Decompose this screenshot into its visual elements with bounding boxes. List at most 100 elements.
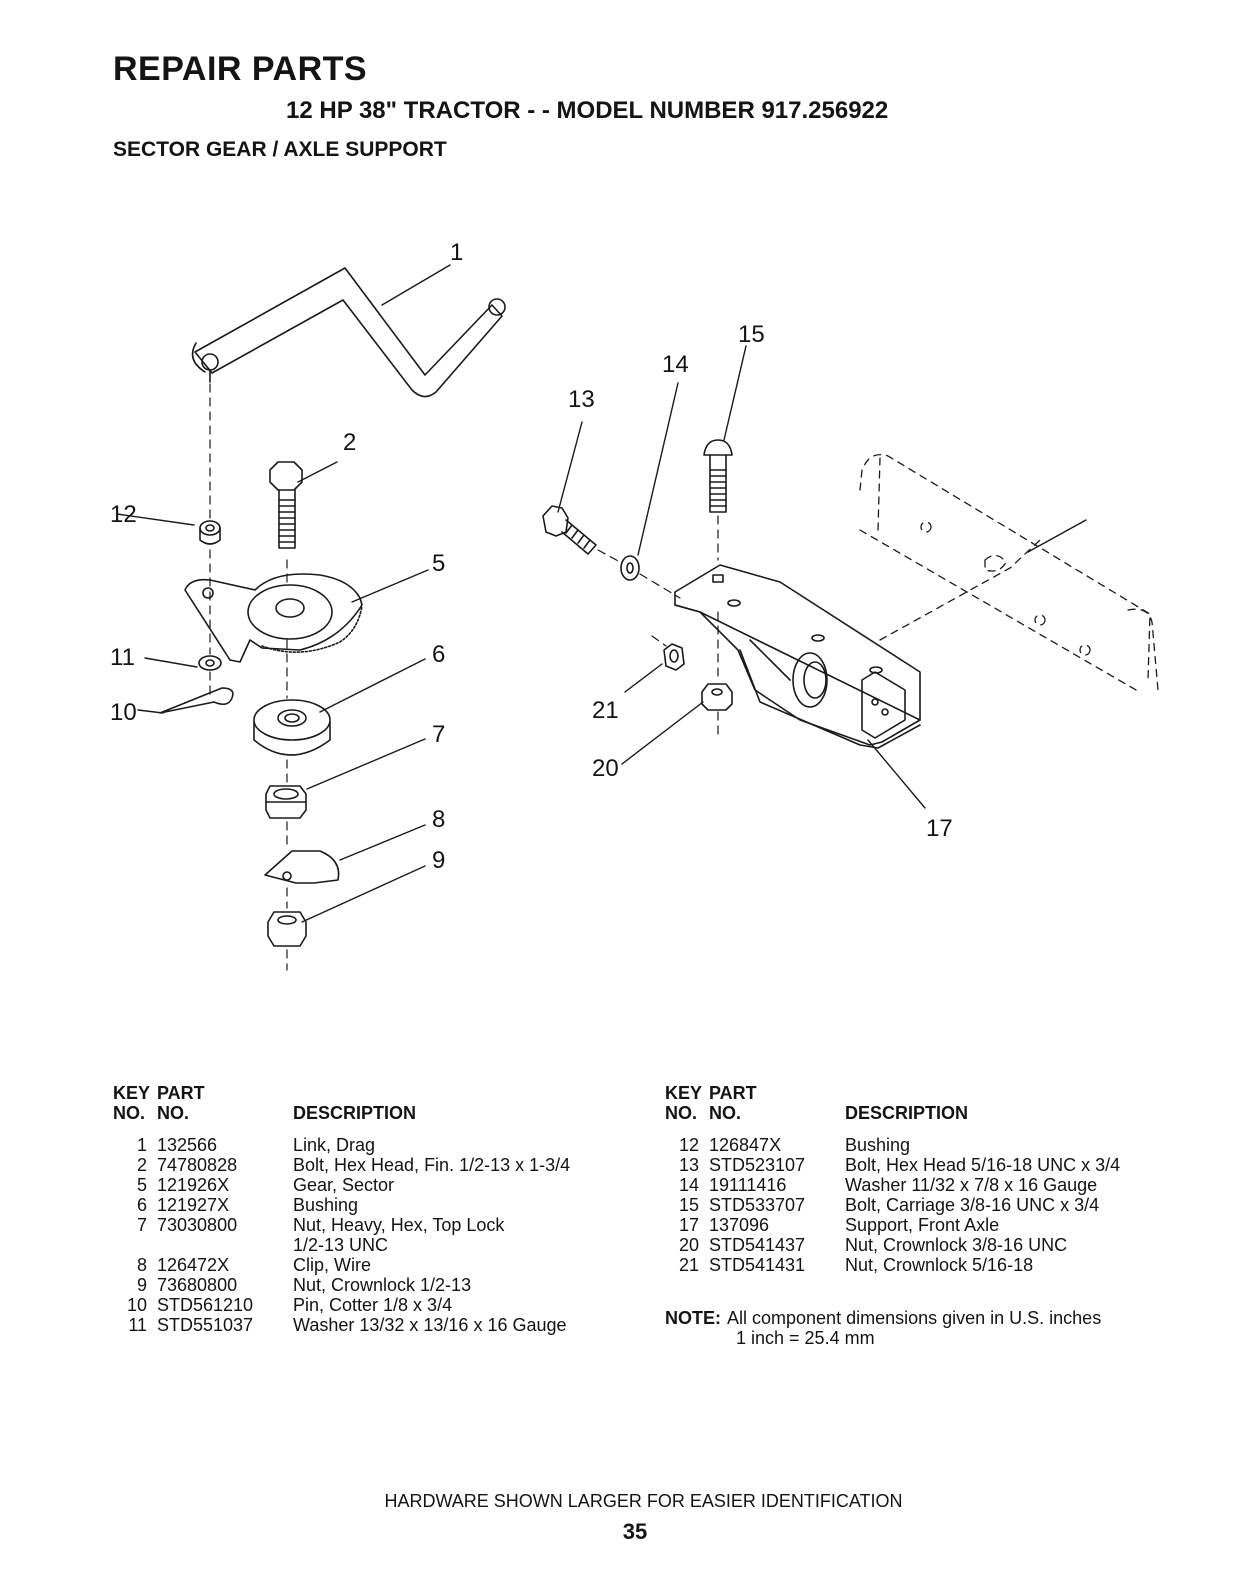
table-row: 15 STD533707 Bolt, Carriage 3/8-16 UNC x 3… — [665, 1195, 1120, 1215]
wire-clip-drawing — [264, 850, 340, 884]
part-no-cell: 126472X — [157, 1255, 230, 1275]
key-no-cell: 15 — [678, 1195, 699, 1215]
part-no-cell: 137096 — [709, 1215, 770, 1235]
part-no-cell: 73680800 — [157, 1275, 238, 1295]
crownlock-nut-21-drawing — [663, 643, 685, 671]
callout-12: 12 — [110, 501, 137, 528]
footer-caption: HARDWARE SHOWN LARGER FOR EASIER IDENTIF… — [384, 1491, 903, 1511]
sector-gear-drawing — [184, 573, 363, 663]
key-no-cell: 13 — [678, 1155, 699, 1175]
part-no-cell: 74780828 — [157, 1155, 238, 1175]
key-no-cell: 21 — [678, 1255, 699, 1275]
part-no-cell: 126847X — [709, 1135, 782, 1155]
key-no-cell: 20 — [678, 1235, 699, 1255]
callout-9: 9 — [432, 847, 445, 874]
part-no-cell: 132566 — [157, 1135, 218, 1155]
front-axle-outline-drawing — [859, 453, 1159, 691]
part-no-cell: STD541437 — [709, 1235, 806, 1255]
callout-1: 1 — [450, 239, 463, 266]
description-cell: Pin, Cotter 1/8 x 3/4 — [293, 1295, 453, 1315]
table-row: 21 STD541431 Nut, Crownlock 5/16-18 — [665, 1255, 1120, 1275]
key-no-cell: 5 — [136, 1175, 147, 1195]
bushing-6-drawing — [253, 699, 331, 756]
callout-labels: 1 2 5 6 7 8 9 10 11 12 13 14 15 17 20 21 — [110, 239, 953, 874]
table-row: 2 74780828 Bolt, Hex Head, Fin. 1/2-13 x 1… — [113, 1155, 570, 1175]
washer-11-drawing — [198, 655, 222, 671]
part-no-cell: STD533707 — [709, 1195, 806, 1215]
part-no-cell: 73030800 — [157, 1215, 238, 1235]
part-no-cell: STD523107 — [709, 1155, 806, 1175]
description-cell: Link, Drag — [293, 1135, 376, 1155]
callout-13: 13 — [568, 386, 595, 413]
part-no-cell: STD541431 — [709, 1255, 806, 1275]
crownlock-nut-20-drawing — [701, 683, 733, 711]
callout-14: 14 — [662, 351, 689, 378]
key-no-cell: 7 — [136, 1215, 147, 1235]
description-header: DESCRIPTION — [845, 1103, 969, 1123]
callout-21: 21 — [592, 697, 619, 724]
key-no-cell: 12 — [678, 1135, 699, 1155]
section-heading: SECTOR GEAR / AXLE SUPPORT — [113, 138, 447, 161]
callout-15: 15 — [738, 321, 765, 348]
description-cell: Washer 11/32 x 7/8 x 16 Gauge — [845, 1175, 1098, 1195]
part-no-cell: STD561210 — [157, 1295, 254, 1315]
note-label: NOTE: — [665, 1308, 721, 1328]
washer-14-drawing — [620, 555, 640, 581]
description-cell: Bolt, Hex Head, Fin. 1/2-13 x 1-3/4 — [293, 1155, 571, 1175]
exploded-parts-diagram: 1 2 5 6 7 8 9 10 11 12 13 14 15 17 20 21 — [110, 239, 1159, 971]
key-no-cell: 1 — [136, 1135, 147, 1155]
description-cell: Washer 13/32 x 13/16 x 16 Gauge — [293, 1315, 567, 1335]
table-row: 20 STD541437 Nut, Crownlock 3/8-16 UNC — [665, 1235, 1120, 1255]
key-no-cell: 8 — [136, 1255, 147, 1275]
key-no-cell: 6 — [136, 1195, 147, 1215]
key-no-cell — [113, 1235, 157, 1255]
description-cell: Nut, Crownlock 3/8-16 UNC — [845, 1235, 1068, 1255]
hex-bolt-2-drawing — [269, 461, 303, 549]
cotter-pin-drawing — [159, 687, 234, 714]
description-cell: Nut, Crownlock 5/16-18 — [845, 1255, 1034, 1275]
bushing-12-drawing — [199, 520, 221, 545]
description-cell: Bolt, Hex Head 5/16-18 UNC x 3/4 — [845, 1155, 1121, 1175]
callout-11: 11 — [110, 644, 135, 671]
page-title: REPAIR PARTS — [113, 50, 368, 88]
description-header: DESCRIPTION — [293, 1103, 417, 1123]
callout-20: 20 — [592, 755, 619, 782]
description-cell: 1/2-13 UNC — [293, 1235, 389, 1255]
callout-7: 7 — [432, 721, 445, 748]
assembly-axis-lines — [209, 383, 719, 971]
key-no-cell: 2 — [136, 1155, 147, 1175]
carriage-bolt-drawing — [703, 439, 733, 513]
hex-bolt-13-drawing — [542, 505, 597, 555]
description-cell: Nut, Crownlock 1/2-13 — [293, 1275, 472, 1295]
callout-6: 6 — [432, 641, 445, 668]
description-cell: Bolt, Carriage 3/8-16 UNC x 3/4 — [845, 1195, 1100, 1215]
part-no-cell: 121926X — [157, 1175, 230, 1195]
table-row: 1/2-13 UNC — [113, 1235, 570, 1255]
key-no-cell: 10 — [126, 1295, 147, 1315]
part-no-cell — [157, 1235, 293, 1255]
key-no-cell: 14 — [678, 1175, 699, 1195]
key-no-cell: 17 — [678, 1215, 699, 1235]
table-row: 10 STD561210 Pin, Cotter 1/8 x 3/4 — [113, 1295, 570, 1315]
crownlock-nut-9-drawing — [267, 911, 307, 947]
callout-10: 10 — [110, 699, 137, 726]
part-no-cell: 121927X — [157, 1195, 230, 1215]
description-cell: Bushing — [293, 1195, 359, 1215]
